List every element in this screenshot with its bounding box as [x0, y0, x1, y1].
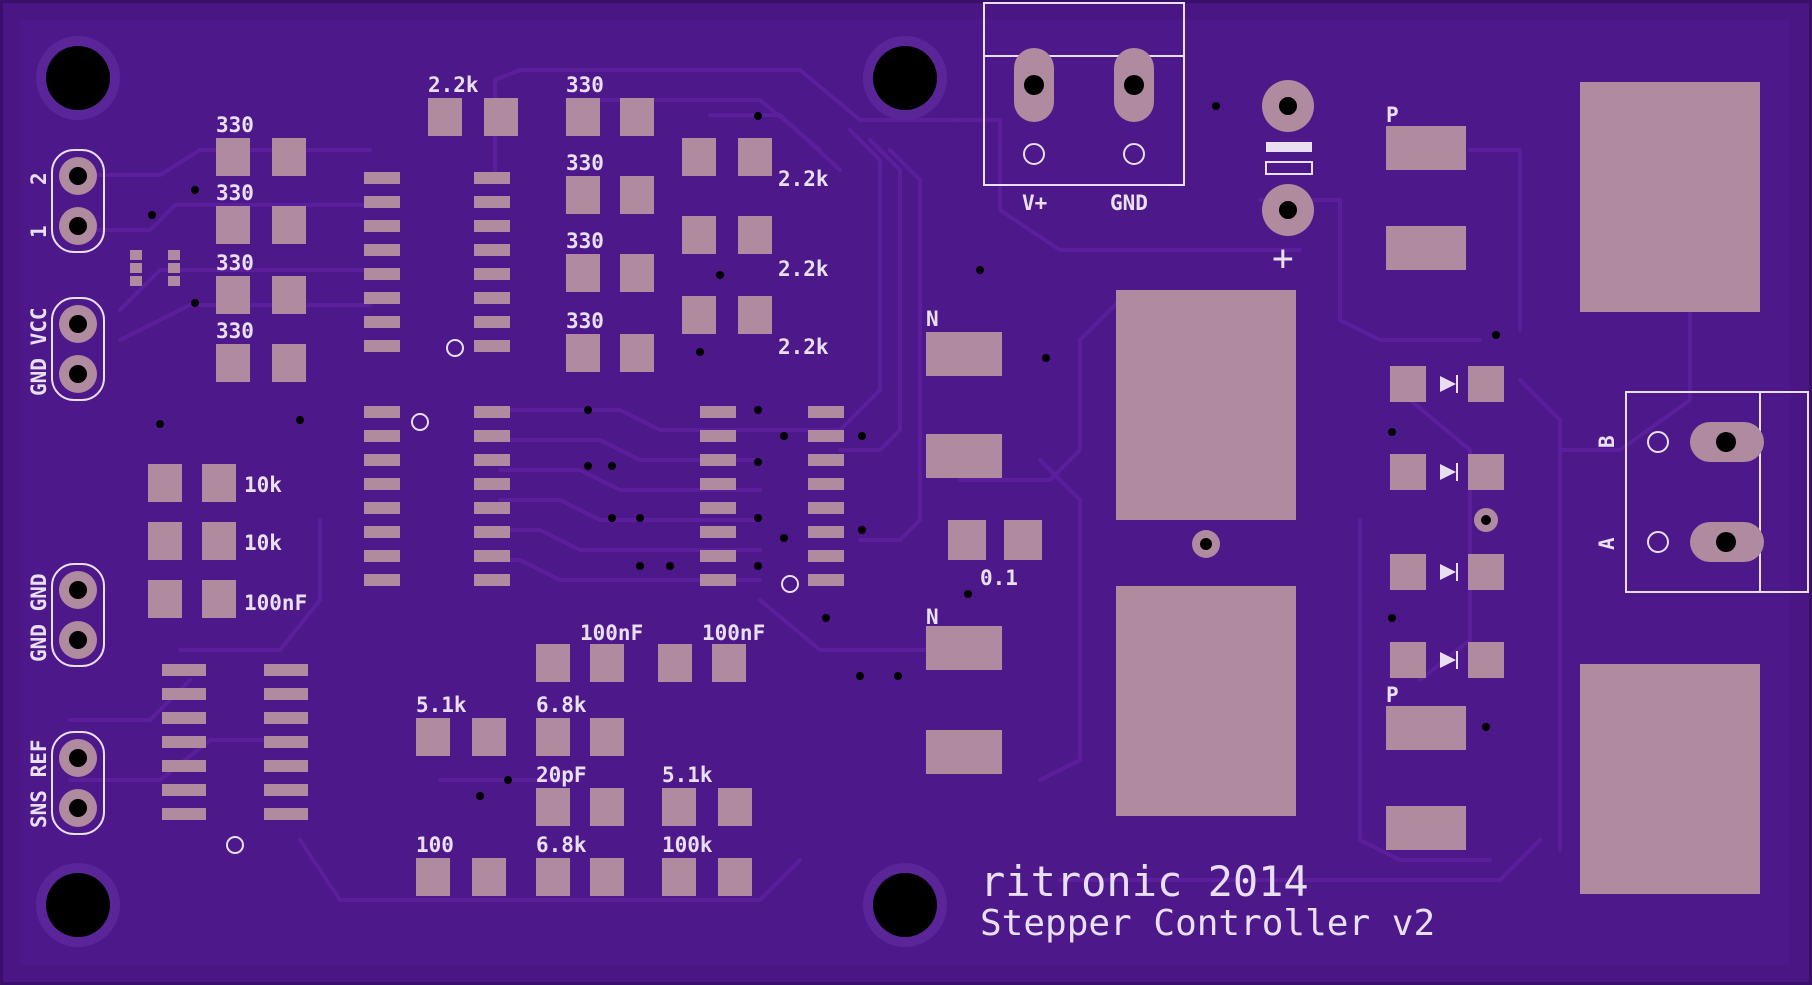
r-10k-label-1: 10k [244, 473, 282, 497]
mount-hole-bottom-middle [873, 873, 937, 937]
r-22k-top-label: 2.2k [428, 73, 479, 97]
ic-soic-5 [162, 664, 308, 854]
mount-hole-top-middle [873, 46, 937, 110]
cap-polarity-label: + [1272, 238, 1294, 279]
r-100k-label: 100k [662, 833, 713, 857]
ic-soic-1 [364, 172, 510, 357]
r-330-label-3: 330 [216, 251, 254, 275]
r-22k-r1-label: 2.2k [778, 167, 829, 191]
ic-soic-4 [781, 406, 844, 593]
header-1-label-top: 2 [27, 172, 51, 185]
ic-soic-2 [364, 406, 429, 586]
transistor-n-1 [926, 332, 1002, 478]
c-100nf-label-1: 100nF [244, 591, 307, 615]
vias [148, 102, 1500, 800]
r-22k-r3-label: 2.2k [778, 335, 829, 359]
header-2 [51, 297, 105, 401]
c-01-label: 0.1 [980, 566, 1018, 590]
header-1 [51, 149, 105, 253]
bottom-passive-cluster [416, 644, 752, 896]
header-3-label: GND GND [27, 573, 51, 662]
electrolytic-capacitor [1262, 80, 1314, 236]
motor-b-label: B [1595, 435, 1619, 448]
transistor-n-2 [926, 626, 1002, 774]
transistor-p-2 [1386, 706, 1466, 850]
r-51k-label-2: 5.1k [662, 763, 713, 787]
header-3 [51, 563, 105, 667]
q-p2-label: P [1386, 683, 1399, 707]
r-330-label-4: 330 [216, 319, 254, 343]
brand-text: ritronic 2014 [980, 857, 1309, 906]
r-330-mid1-label: 330 [566, 151, 604, 175]
mount-hole-bottom-left [46, 873, 110, 937]
c-100nf-label-3: 100nF [702, 621, 765, 645]
q-n1-label: N [926, 307, 939, 331]
r-68k-label-2: 6.8k [536, 833, 587, 857]
power-terminal [983, 2, 1185, 186]
diode-array [1390, 366, 1504, 678]
r-330-mid2-label: 330 [566, 229, 604, 253]
r-330-top-label: 330 [566, 73, 604, 97]
r-51k-label-1: 5.1k [416, 693, 467, 717]
q-p1-label: P [1386, 103, 1399, 127]
product-text: Stepper Controller v2 [980, 903, 1435, 944]
r-22k-r2-label: 2.2k [778, 257, 829, 281]
transistor-p-1 [1386, 126, 1466, 270]
pin-headers [51, 149, 105, 835]
r-330-label-2: 330 [216, 181, 254, 205]
power-pads [1116, 82, 1760, 894]
r-10k-label-2: 10k [244, 531, 282, 555]
motor-a-label: A [1595, 537, 1619, 550]
mount-hole-top-left [46, 46, 110, 110]
header-4-label: SNS REF [27, 739, 51, 828]
r-68k-label-1: 6.8k [536, 693, 587, 717]
ground-plane [20, 20, 1790, 965]
resistor-grid-top [428, 98, 772, 372]
ic-soic-3 [474, 406, 736, 586]
header-1-label-bottom: 1 [27, 225, 51, 238]
c-20pf-label: 20pF [536, 763, 587, 787]
small-smd-pair [130, 250, 180, 286]
traces [68, 68, 1692, 902]
q-n2-label: N [926, 605, 939, 629]
power-gnd-label: GND [1110, 191, 1148, 215]
capacitor-01 [948, 520, 1042, 560]
r-100-label: 100 [416, 833, 454, 857]
mounting-holes [36, 36, 947, 947]
r-330-mid3-label: 330 [566, 309, 604, 333]
resistor-block-left [216, 138, 306, 382]
r-330-label-1: 330 [216, 113, 254, 137]
motor-terminal [1625, 391, 1809, 593]
header-4 [51, 731, 105, 835]
c-100nf-label-2: 100nF [580, 621, 643, 645]
header-2-label: GND VCC [27, 307, 51, 396]
resistor-cap-block-left [148, 464, 236, 618]
power-plus-label: V+ [1022, 191, 1047, 215]
